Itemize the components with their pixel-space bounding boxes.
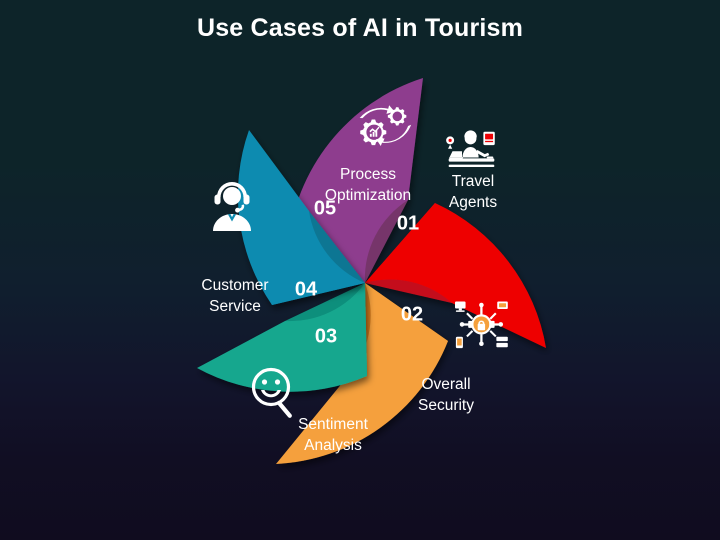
- segment-03-sentiment-analysis[interactable]: [197, 283, 367, 392]
- segment-01-label-line2: Agents: [449, 194, 498, 211]
- page-title: Use Cases of AI in Tourism: [196, 14, 524, 42]
- segment-02-label-line2: Security: [418, 397, 474, 414]
- segment-01-body: [365, 203, 546, 348]
- segment-04-customer-service[interactable]: [237, 130, 365, 305]
- segment-01-travel-agents[interactable]: [365, 203, 546, 348]
- segment-05-number: 05: [314, 197, 336, 219]
- segment-01-number: 01: [397, 212, 419, 234]
- segment-02-label-line1: Overall: [421, 376, 470, 393]
- segment-04-label-line1: Customer: [201, 277, 268, 294]
- segment-03-number: 03: [315, 325, 337, 347]
- segment-05-label-line2: Optimization: [325, 187, 411, 204]
- segment-03-body: [197, 283, 367, 392]
- pinwheel-diagram: Process Optimization 05: [140, 58, 590, 508]
- segment-01-label-line1: Travel: [452, 173, 495, 190]
- segment-02-number: 02: [401, 303, 423, 325]
- segment-04-label-line2: Service: [209, 298, 261, 315]
- gears-chart-icon: [359, 105, 412, 147]
- segment-03-label-line1: Sentiment: [298, 416, 368, 433]
- travel-agent-desk-icon: [446, 130, 495, 168]
- magnifier-smiley-icon: [251, 367, 292, 418]
- segment-04-body: [237, 130, 365, 305]
- segment-03-label-line2: Analysis: [304, 437, 362, 454]
- segment-04-number: 04: [295, 278, 318, 300]
- segment-05-label-line1: Process: [340, 166, 396, 183]
- headset-support-agent-icon: [213, 182, 251, 231]
- pinwheel-svg: Process Optimization 05: [197, 78, 546, 464]
- network-lock-security-icon: [455, 301, 508, 349]
